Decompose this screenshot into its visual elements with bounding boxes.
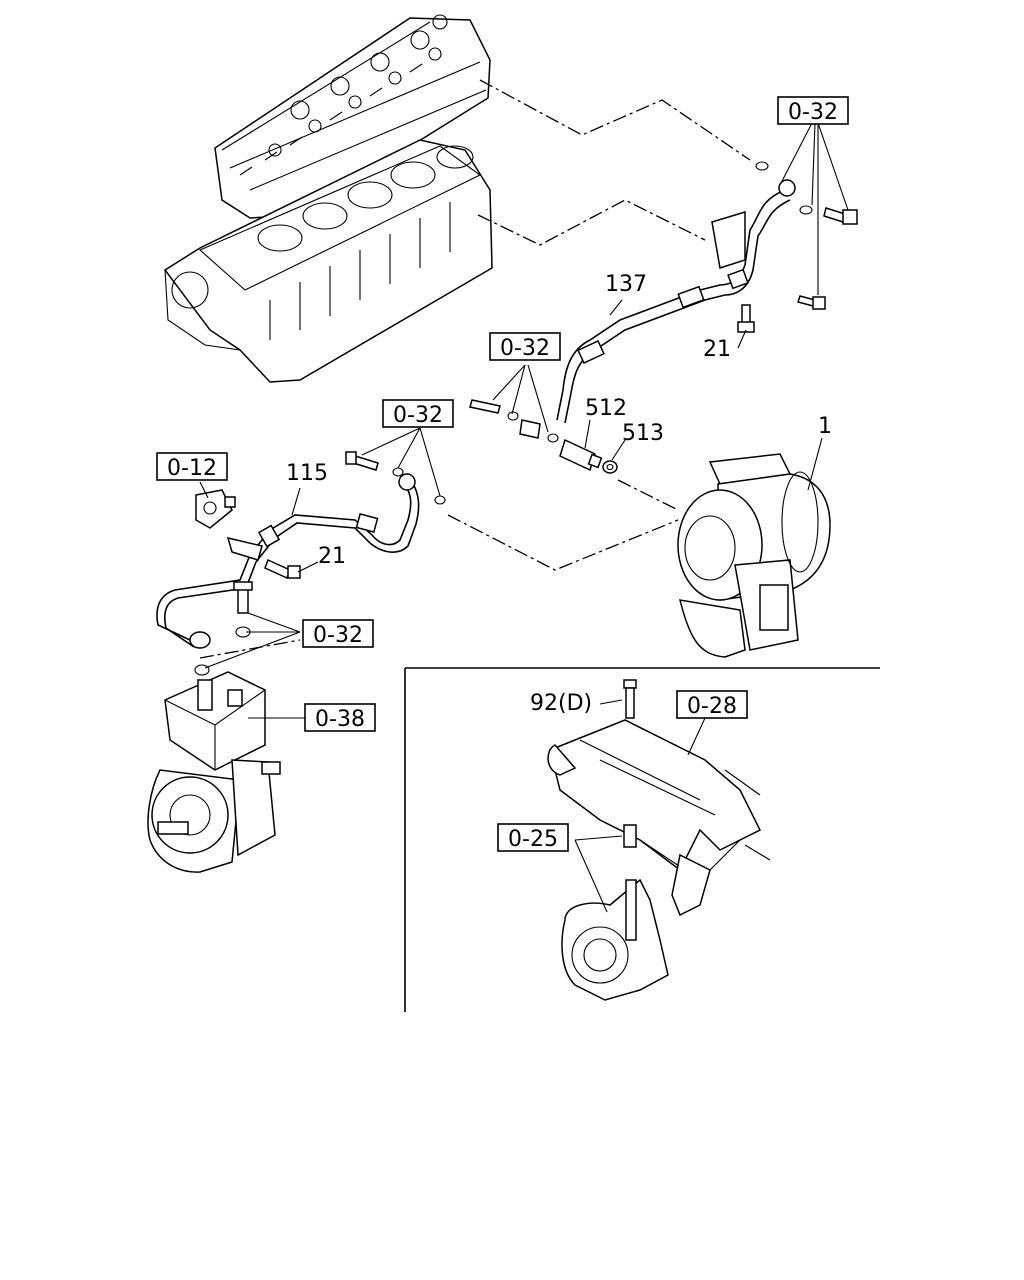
part-number-137: 137 [605, 272, 647, 297]
engine-block [163, 139, 493, 383]
part-number-512: 512 [585, 396, 627, 421]
svg-text:0-32: 0-32 [788, 100, 838, 125]
air-compressor [147, 671, 281, 873]
sensor-part [195, 489, 236, 529]
part-number-115: 115 [286, 461, 328, 486]
inset-leader-lines [574, 699, 706, 913]
svg-text:0-32: 0-32 [393, 403, 443, 428]
part-number-21-lower: 21 [318, 544, 346, 569]
callout-leader-lines [199, 122, 849, 719]
inset-panel [404, 667, 880, 1012]
exhaust-manifold-part [547, 719, 771, 917]
ref-box-sensor: 0-12 [156, 452, 228, 481]
pipe-fittings-center [469, 399, 559, 443]
ref-box-pipe-bolts: 0-32 [489, 332, 561, 361]
svg-text:0-25: 0-25 [508, 827, 558, 852]
part-number-21-upper: 21 [703, 337, 731, 362]
ref-box-feed-bolts: 0-32 [382, 399, 454, 428]
svg-text:0-32: 0-32 [500, 336, 550, 361]
feed-bolts [345, 451, 446, 505]
ref-box-exhaust-manifold: 0-28 [676, 690, 748, 719]
chain-leader-lines [199, 79, 751, 659]
bolt-upper-21 [737, 304, 755, 333]
ref-box-compressor-fittings: 0-32 [302, 619, 374, 648]
oil-feed-pipe-115 [156, 473, 420, 649]
part-number-1: 1 [818, 414, 832, 439]
top-right-bolts [755, 161, 858, 310]
turbocharger-1 [677, 453, 831, 658]
part-number-92d: 92(D) [530, 691, 592, 716]
svg-text:0-32: 0-32 [313, 623, 363, 648]
cylinder-head [214, 14, 491, 219]
ref-box-compressor: 0-38 [304, 703, 376, 732]
connector-512 [559, 438, 603, 472]
exhaust-elbow-part [561, 824, 669, 1001]
svg-text:0-28: 0-28 [687, 694, 737, 719]
svg-text:0-38: 0-38 [315, 707, 365, 732]
svg-text:0-12: 0-12 [167, 456, 217, 481]
part-number-513: 513 [622, 421, 664, 446]
stud-bolt-92 [623, 679, 637, 719]
bolt-lower-21 [264, 558, 301, 580]
ref-box-exhaust-elbow: 0-25 [497, 823, 569, 852]
ref-box-top-right: 0-32 [777, 96, 849, 125]
oil-return-pipe-137 [556, 179, 796, 424]
washer-513 [602, 460, 618, 474]
